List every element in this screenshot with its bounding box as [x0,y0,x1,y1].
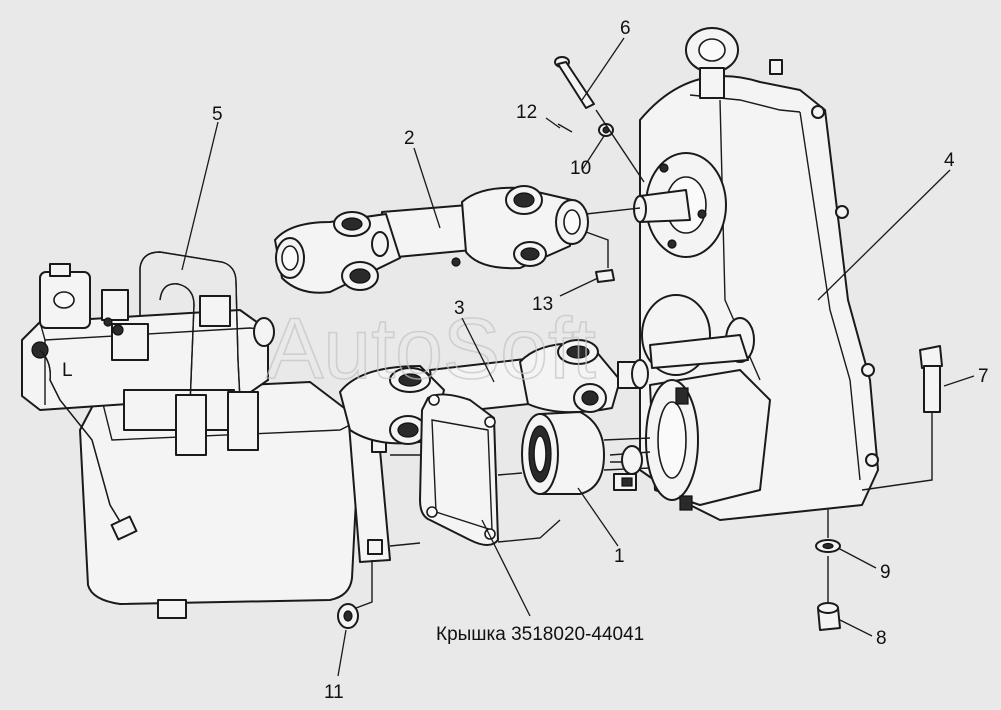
callout-3: 3 [454,298,465,319]
svg-text:L: L [62,360,73,381]
part-2-cardan-shaft [274,185,589,294]
watermark-text: AutoSoft [266,301,596,397]
part-8-nut [817,602,841,631]
part-11-washer [337,603,359,629]
callout-11: 11 [324,682,344,703]
callout-13: 13 [532,294,553,315]
callout-4: 4 [944,150,955,171]
callout-5: 5 [212,104,223,125]
part-3-lower-shaft [339,339,649,445]
part-5-hydraulic-pump: L [21,251,391,619]
part-6-bolt [554,56,595,109]
callout-6: 6 [620,18,631,39]
part-4-gearbox-housing [633,27,879,521]
part-13-key [595,269,615,283]
callout-2: 2 [404,128,415,149]
callout-8: 8 [876,628,887,649]
leader-lines [181,37,975,677]
cover-part-caption: Крышка 3518020-44041 [436,624,644,645]
callout-1: 1 [614,546,625,567]
callout-7: 7 [978,366,989,387]
callout-9: 9 [880,562,891,583]
callout-10: 10 [570,158,591,179]
callout-12: 12 [516,102,537,123]
cover-plate [419,393,499,546]
part-12-cotter-pin [557,123,573,133]
part-1-coupling [521,411,605,495]
part-7-bolt [919,345,943,413]
part-9-washer [815,539,841,553]
